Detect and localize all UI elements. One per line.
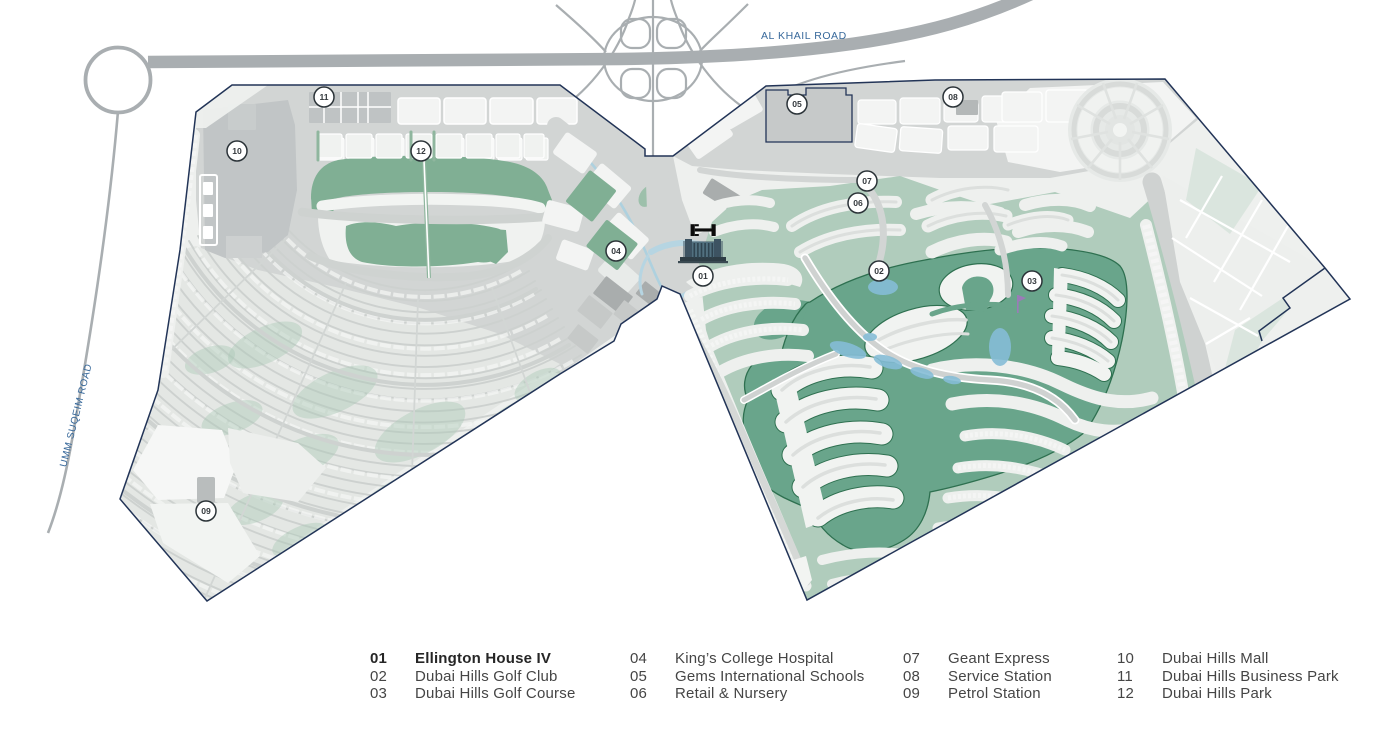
svg-text:07: 07 xyxy=(862,176,872,186)
svg-text:01: 01 xyxy=(698,271,708,281)
svg-text:02: 02 xyxy=(874,266,884,276)
svg-text:11: 11 xyxy=(319,92,328,102)
svg-text:04: 04 xyxy=(611,246,621,256)
svg-text:08: 08 xyxy=(948,92,958,102)
svg-text:06: 06 xyxy=(853,198,863,208)
svg-text:03: 03 xyxy=(1027,276,1037,286)
svg-text:05: 05 xyxy=(792,99,802,109)
svg-text:09: 09 xyxy=(201,506,211,516)
svg-text:10: 10 xyxy=(232,146,242,156)
svg-text:12: 12 xyxy=(416,146,426,156)
